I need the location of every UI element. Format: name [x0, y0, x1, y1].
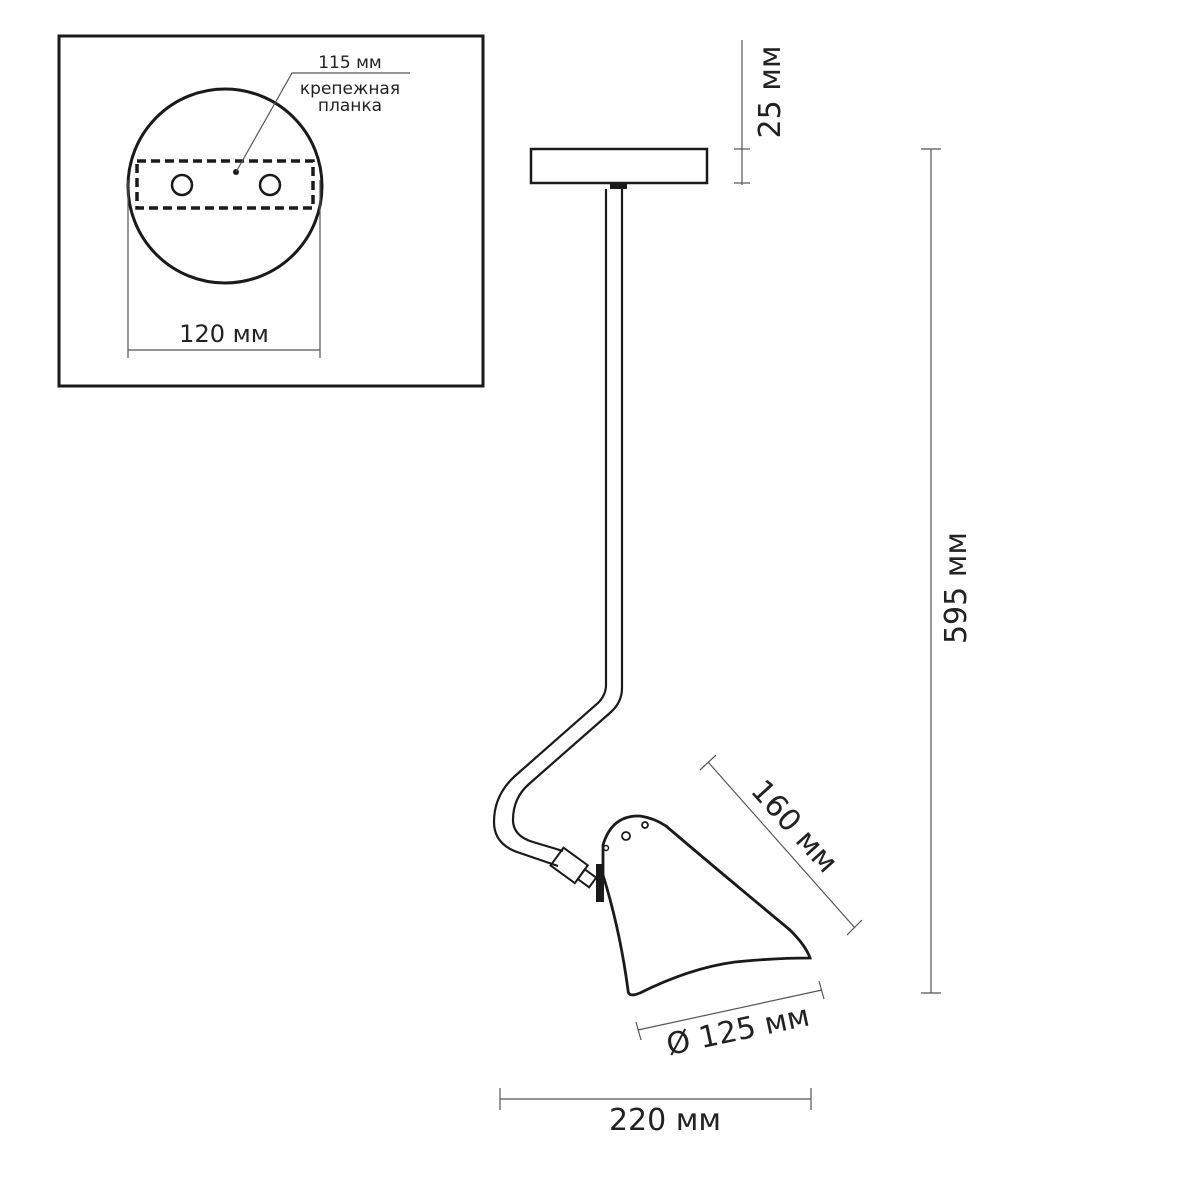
- shade-vent-hole-3: [602, 844, 610, 852]
- shade-hinge-plate: [596, 864, 604, 902]
- canopy-stem-cap: [610, 183, 627, 189]
- stem-rod-left-edge: [492, 189, 608, 868]
- strip-name-label-line2: планка: [318, 96, 382, 116]
- total-height-label: 595 мм: [939, 532, 974, 644]
- shade-vent-hole-1: [621, 831, 631, 841]
- dim-shade-diameter: Ø 125 мм: [635, 980, 825, 1063]
- shade-connector: [549, 846, 598, 889]
- dim-total-height: 595 мм: [921, 148, 974, 994]
- canopy-circle: [126, 87, 324, 285]
- shade-vent-hole-2: [641, 821, 649, 829]
- total-width-label: 220 мм: [609, 1103, 721, 1138]
- strip-leader-line: [235, 72, 410, 173]
- canopy-height-label: 25 мм: [753, 46, 788, 139]
- canopy-top-view-inset: 115 мм крепежная планка 120 мм: [57, 34, 485, 388]
- mounting-strip: [135, 159, 315, 210]
- mounting-hole-left: [170, 173, 194, 197]
- dim-total-width: 220 мм: [499, 1088, 812, 1138]
- lampshade: [601, 814, 812, 997]
- strip-width-label: 115 мм: [318, 53, 382, 73]
- inset-frame: [57, 34, 485, 388]
- canopy: [529, 147, 709, 185]
- strip-name-label-line1: крепежная: [300, 79, 400, 99]
- dim-shade-length: 160 мм: [699, 754, 863, 936]
- dim-canopy-height: 25 мм: [734, 40, 788, 185]
- mounting-hole-right: [258, 173, 282, 197]
- stem-rod-right-edge: [511, 189, 624, 853]
- lamp-side-view: [492, 147, 812, 997]
- shade-length-label: 160 мм: [744, 773, 845, 880]
- canopy-diameter-label: 120 мм: [179, 320, 269, 348]
